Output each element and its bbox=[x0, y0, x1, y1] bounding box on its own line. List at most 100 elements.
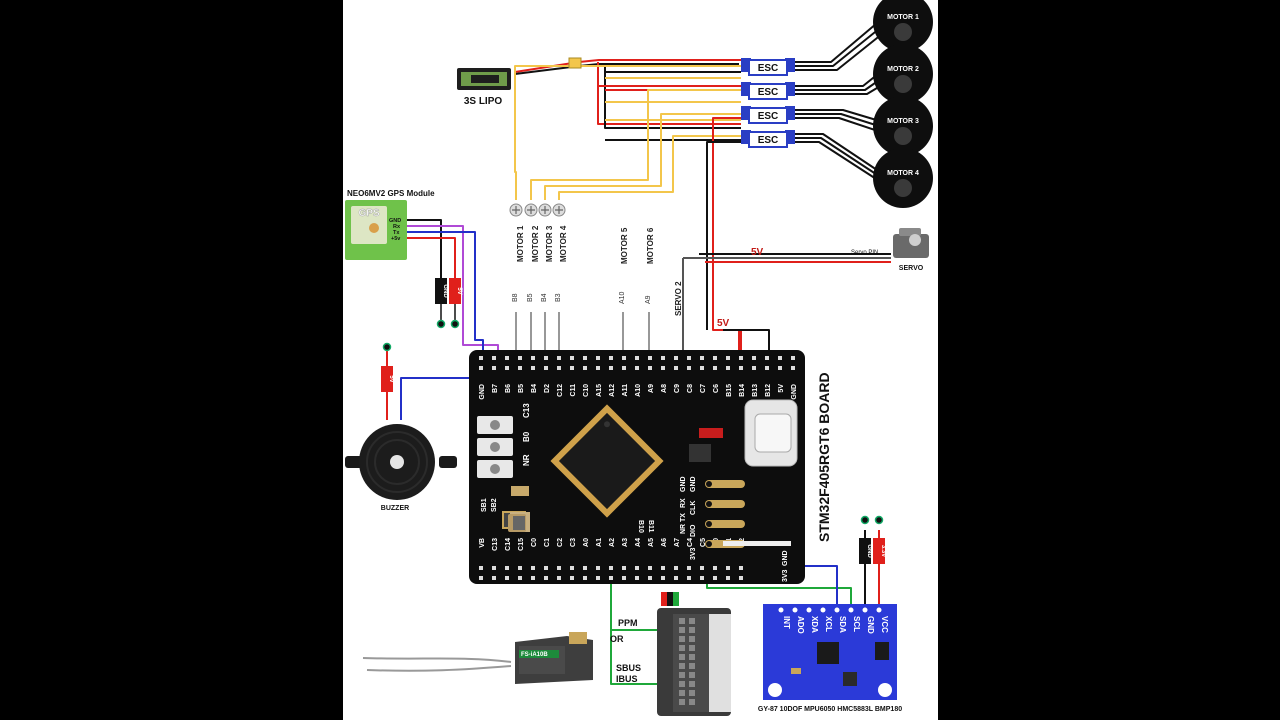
gps-5v-wire bbox=[407, 237, 456, 280]
esc-label: ESC bbox=[758, 135, 779, 146]
pin-label-top: A11 bbox=[622, 384, 629, 397]
pin-label-bottom: A0 bbox=[583, 538, 590, 547]
motor-group: MOTOR 1 MOTOR 2 MOTOR 3 MOTOR 4 bbox=[873, 0, 933, 208]
sensor-pin-label: XDA bbox=[810, 616, 819, 633]
board-top-pin-holes bbox=[479, 356, 795, 370]
gps-gnd-tag: GND bbox=[442, 284, 448, 298]
pin-label-top: C7 bbox=[700, 384, 707, 393]
pin-label-top: B4 bbox=[531, 384, 538, 393]
pin-label-bottom: A5 bbox=[648, 538, 655, 547]
buzzer: 5V BUZZER bbox=[345, 342, 457, 512]
sensor-pin-label: SDA bbox=[838, 616, 847, 633]
board-5v-label: 5V bbox=[717, 318, 730, 329]
pin-tag-b4: B4 bbox=[541, 293, 548, 302]
sensor-pin-label: XCL bbox=[824, 616, 833, 632]
button-label-b0: B0 bbox=[522, 431, 531, 442]
pin-label-top: A10 bbox=[635, 384, 642, 397]
header-label-motor3: MOTOR 3 bbox=[545, 225, 554, 262]
esc4-signal bbox=[558, 135, 741, 200]
pin-label-bottom: A2 bbox=[609, 538, 616, 547]
sensor-pin-label: INT bbox=[782, 616, 791, 629]
pin-label-bottom: A4 bbox=[635, 538, 642, 547]
gps-wire-tags: GND 5V bbox=[435, 278, 462, 329]
boot-label-b11: B11 bbox=[647, 520, 654, 533]
uart-pin-gnd: GND bbox=[680, 476, 687, 492]
battery-label: 3S LIPO bbox=[464, 96, 503, 107]
pin-tag-b8: B8 bbox=[512, 293, 519, 302]
gps-pin-gnd: GND bbox=[389, 218, 401, 224]
motor-2: MOTOR 2 bbox=[873, 44, 933, 104]
receiver-ibus-label: IBUS bbox=[616, 674, 638, 684]
pin-tag-b3: B3 bbox=[555, 293, 562, 302]
receiver-or-label: OR bbox=[610, 634, 624, 644]
servo-5v-label: 5V bbox=[751, 247, 764, 258]
motor-label: MOTOR 2 bbox=[887, 66, 919, 73]
pin-label-bottom: C1 bbox=[544, 538, 551, 547]
pin-label-bottom: A7 bbox=[674, 538, 681, 547]
sensor-pin-label: GND bbox=[866, 616, 875, 634]
pin-label-top: GND bbox=[791, 384, 798, 400]
board-title: STM32F405RGT6 BOARD bbox=[816, 372, 832, 542]
esc-label: ESC bbox=[758, 111, 779, 122]
pin-label-bottom: VB bbox=[479, 538, 486, 548]
esc-3: ESC bbox=[741, 106, 795, 124]
esc-2: ESC bbox=[741, 82, 795, 100]
lipo-battery: 3S LIPO bbox=[457, 57, 582, 107]
motor-3: MOTOR 3 bbox=[873, 96, 933, 156]
esc-label: ESC bbox=[758, 63, 779, 74]
pin-label-bottom: A3 bbox=[622, 538, 629, 547]
pin-label-top: GND bbox=[479, 384, 486, 400]
esc-1: ESC bbox=[741, 58, 795, 76]
pin-label-top: A12 bbox=[609, 384, 616, 397]
sensor-gnd-tag: GND bbox=[866, 544, 872, 558]
esc-4: ESC bbox=[741, 130, 795, 148]
esc-yellow-lines bbox=[605, 77, 741, 121]
gps-pin-tx: Tx bbox=[393, 230, 400, 236]
pin-label-top: C6 bbox=[713, 384, 720, 393]
fs-receiver: FS-iA10B PPM OR SBUS IBUS bbox=[515, 592, 731, 716]
pin-label-bottom: C15 bbox=[518, 538, 525, 551]
pin-label-bottom: C4 bbox=[687, 538, 694, 547]
side-pin-3v3: 3V3 bbox=[782, 569, 789, 582]
pin-label-top: A8 bbox=[661, 384, 668, 393]
pin-label-top: B7 bbox=[492, 384, 499, 393]
pin-label-top: C11 bbox=[570, 384, 577, 397]
button-label-nr: NR bbox=[522, 454, 531, 466]
gps-5v-tag: 5V bbox=[456, 287, 462, 294]
gps-gnd-wire bbox=[407, 219, 442, 280]
pin-label-top: C12 bbox=[557, 384, 564, 397]
header-label-motor1: MOTOR 1 bbox=[516, 225, 525, 262]
servo: SERVO Servo PIN 5V bbox=[751, 228, 929, 272]
servo-label: SERVO bbox=[899, 265, 924, 272]
pin-label-bottom: C2 bbox=[557, 538, 564, 547]
pin-label-bottom: A1 bbox=[596, 538, 603, 547]
receiver-pins bbox=[679, 618, 695, 705]
solder-bridge-sb1: SB1 bbox=[481, 498, 488, 512]
sensor-33v-tag: 3.3V bbox=[880, 545, 886, 557]
motor-label: MOTOR 4 bbox=[887, 170, 919, 177]
debug-pin-3v3: 3V3 bbox=[690, 547, 697, 560]
gps-chip-label: GPS bbox=[358, 208, 379, 219]
motor-4: MOTOR 4 bbox=[873, 148, 933, 208]
esc1-signal bbox=[514, 65, 741, 200]
pin-label-top: A9 bbox=[648, 384, 655, 393]
motor-1: MOTOR 1 bbox=[873, 0, 933, 52]
antenna-wires bbox=[362, 657, 512, 672]
esc-motor-wires bbox=[795, 17, 888, 187]
receiver-sbus-label: SBUS bbox=[616, 663, 641, 673]
header-label-motor4: MOTOR 4 bbox=[559, 225, 568, 262]
board-bottom-pin-holes bbox=[479, 566, 743, 580]
sensor-pin-label: VCC bbox=[880, 616, 889, 633]
button-label-c13: C13 bbox=[522, 403, 531, 418]
sensor-pin-label: SCL bbox=[852, 616, 861, 632]
bec-black bbox=[706, 141, 741, 330]
gps-title: NEO6MV2 GPS Module bbox=[347, 189, 435, 198]
uart-pin-tx: TX bbox=[680, 513, 687, 522]
esc-label: ESC bbox=[758, 87, 779, 98]
debug-pin-gnd: GND bbox=[690, 476, 697, 492]
bec-red bbox=[712, 117, 742, 352]
side-pin-gnd: GND bbox=[782, 550, 789, 566]
